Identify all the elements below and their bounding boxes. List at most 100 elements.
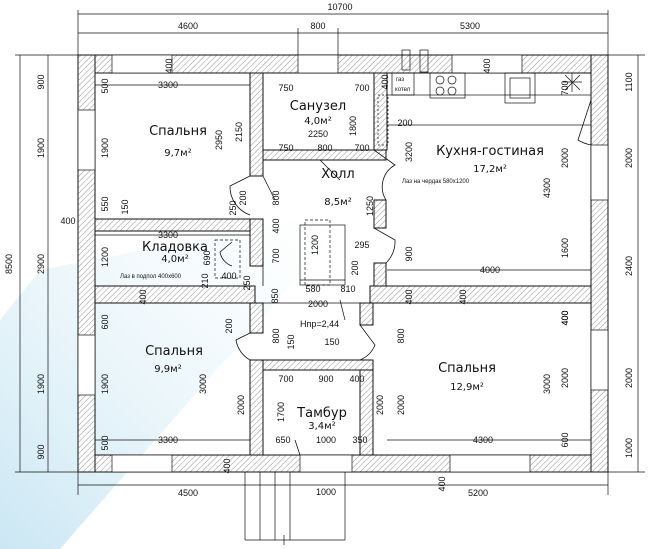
plan-notes: Лаз на чердак 580х1200 Лаз в подпол 400х… (120, 77, 470, 329)
dim-690: 690 (202, 250, 212, 265)
dim-r5: 1000 (624, 438, 634, 458)
note-attic-hatch: Лаз на чердак 580х1200 (402, 179, 470, 185)
dim-580: 580 (305, 284, 320, 294)
dim-2950: 2950 (214, 130, 224, 150)
dim-b6: 400 (222, 458, 232, 473)
dim-k2: 2000 (560, 148, 570, 168)
dim-200a: 200 (238, 190, 248, 205)
dim-top-left: 4600 (178, 21, 198, 31)
dim-k4: 400 (560, 310, 570, 325)
porch-stairs (244, 472, 346, 545)
basement-hatch (214, 239, 241, 279)
dim-850: 850 (270, 288, 280, 303)
dim-2250: 2250 (308, 129, 328, 139)
dim-a5: 400 (482, 58, 492, 73)
dim-i3: 550 (100, 196, 110, 211)
dim-700d: 700 (278, 374, 293, 384)
room-labels: Спальня 9,7м² Санузел 4,0м² Кухня-гостин… (142, 99, 544, 432)
dim-k3: 1600 (560, 238, 570, 258)
dim-900b: 900 (318, 374, 333, 384)
dim-i1: 500 (100, 78, 110, 93)
dim-k6: 600 (560, 432, 570, 447)
dim-1700: 1700 (276, 402, 286, 422)
dim-400h: 400 (221, 271, 236, 281)
kitchen-fixtures (386, 49, 592, 126)
photo-glare (0, 220, 330, 549)
windows (77, 54, 609, 473)
dim-r3: 2400 (624, 256, 634, 276)
dim-r2: 2000 (624, 148, 634, 168)
note-boiler-line1: газ (396, 77, 404, 83)
dim-k5: 2000 (560, 368, 570, 388)
dim-4000: 4000 (480, 265, 500, 275)
dim-i4: 1200 (100, 247, 110, 267)
dim-bottom-mid: 1000 (316, 487, 336, 497)
room-bathroom-area: 4,0м² (304, 116, 331, 127)
dim-3000a: 3000 (198, 374, 208, 394)
dim-4300a: 4300 (542, 178, 552, 198)
room-hall-name: Холл (321, 167, 354, 182)
dim-b4: 350 (352, 435, 367, 445)
dim-400a: 400 (271, 218, 281, 233)
dim-800a: 800 (271, 190, 281, 205)
dim-2000v1: 2000 (236, 395, 246, 415)
dim-2000v2: 2000 (375, 395, 385, 415)
dim-top-middle: 800 (310, 21, 325, 31)
door-swings (219, 99, 592, 456)
room-bedroom1-name: Спальня (149, 124, 207, 139)
dim-i6: 1900 (100, 374, 110, 394)
dim-700b: 700 (354, 143, 369, 153)
dim-400g: 400 (380, 74, 390, 89)
dim-k1: 700 (560, 80, 570, 95)
dim-400c: 400 (138, 289, 148, 304)
dim-l2: 1900 (36, 138, 46, 158)
room-bedroom1-area: 9,7м² (164, 148, 191, 159)
dim-overall-width: 10700 (327, 2, 352, 12)
dim-l1: 900 (36, 74, 46, 89)
room-bathroom-name: Санузел (290, 99, 346, 114)
room-bedroom3-area: 12,9м² (450, 382, 484, 393)
dim-i5: 600 (100, 314, 110, 329)
note-boiler-line2: котел (395, 87, 411, 93)
room-vestibule-area: 3,4м² (308, 421, 335, 432)
dim-900a: 900 (404, 246, 414, 261)
dim-200c: 200 (350, 260, 360, 275)
dim-400b: 400 (349, 374, 364, 384)
dim-l5: 900 (36, 444, 46, 459)
dim-200d: 200 (224, 318, 234, 333)
room-bedroom2-area: 9,9м² (154, 364, 181, 375)
dim-400e: 400 (458, 289, 468, 304)
dim-l4: 1900 (36, 374, 46, 394)
dim-2150: 2150 (234, 122, 244, 142)
dim-2000h: 2000 (308, 299, 328, 309)
dim-1200v: 1200 (310, 235, 320, 255)
dim-400f: 400 (560, 310, 570, 325)
dim-bottom-left: 4500 (178, 488, 198, 498)
room-kitchen-area: 17,2м² (473, 164, 507, 175)
note-floor-level: Нпр=2,44 (300, 319, 339, 329)
dim-l6: 400 (60, 216, 75, 226)
dim-i7: 500 (100, 435, 110, 450)
dim-a3: 700 (354, 83, 369, 93)
dim-a1: 3300 (158, 80, 178, 90)
dim-1800: 1800 (348, 116, 358, 136)
dim-150c: 150 (324, 337, 339, 347)
dim-2000v3: 2000 (396, 395, 406, 415)
dim-3000b: 3000 (542, 374, 552, 394)
dim-a4: 400 (164, 58, 174, 73)
dim-750b: 750 (278, 143, 293, 153)
dim-b5: 4300 (473, 435, 493, 445)
dim-top-right: 5300 (460, 21, 480, 31)
room-hall-area: 8,5м² (324, 197, 351, 208)
dim-800b: 800 (317, 143, 332, 153)
dim-3200: 3200 (404, 142, 414, 162)
dim-r4: 2000 (624, 368, 634, 388)
dim-400d: 400 (404, 289, 414, 304)
room-bedroom3-name: Спальня (438, 361, 496, 376)
dim-bottom-right: 5200 (468, 488, 488, 498)
dim-250: 250 (228, 200, 238, 215)
dim-200b: 200 (397, 118, 412, 128)
dim-800d: 800 (396, 328, 406, 343)
room-storage-area: 4,0м² (161, 254, 188, 265)
